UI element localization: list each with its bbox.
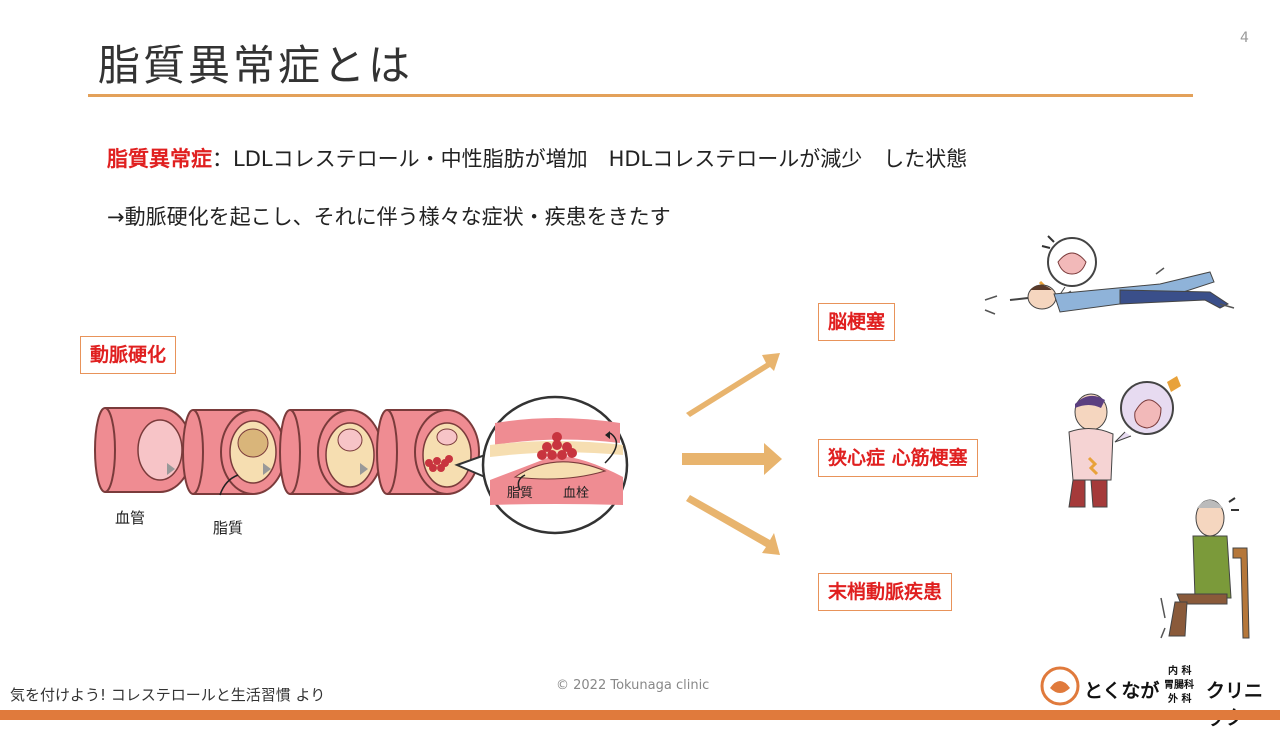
stroke-label: 脳梗塞 (818, 303, 896, 341)
artery-progression-diagram: 血管 脂質 (94, 395, 629, 537)
pad-patient-illustration (1160, 497, 1250, 639)
definition-term: 脂質異常症 (107, 147, 212, 171)
title-underline (88, 94, 1193, 97)
vessel-stage-1: 血管 (94, 407, 193, 527)
source-note: 気を付けよう! コレステロールと生活習慣 より (10, 686, 326, 704)
angina-label: 狭心症 心筋梗塞 (818, 439, 978, 477)
slide-title: 脂質異常症とは (98, 41, 414, 90)
consequence-line: →動脈硬化を起こし、それに伴う様々な症状・疾患をきたす (107, 205, 671, 229)
zoom-thrombus-label: 血栓 (563, 486, 589, 501)
arrow-to-stroke-icon (686, 353, 780, 417)
vessel-label: 血管 (115, 509, 145, 527)
arrow-to-angina-icon (682, 443, 782, 475)
vessel-stage-2: 脂質 (182, 409, 286, 537)
clinic-logo-dept-bottom: 外 科 (1168, 694, 1192, 705)
clinic-logo-dept-top: 内 科 (1168, 666, 1192, 677)
copyright-text: © 2022 Tokunaga clinic (556, 678, 710, 693)
arrow-icon (263, 463, 271, 475)
lipid-label: 脂質 (213, 519, 243, 537)
vessel-stage-4 (376, 409, 480, 495)
zoom-bubble: 脂質 血栓 (454, 395, 629, 535)
angina-patient-illustration (1068, 376, 1181, 508)
definition-body: LDLコレステロール・中性脂肪が増加 HDLコレステロールが減少 した状態 (233, 147, 968, 171)
arrow-icon (167, 463, 175, 475)
definition-separator: ： (212, 147, 233, 171)
zoom-lipid-label: 脂質 (507, 486, 533, 501)
definition-line: 脂質異常症：LDLコレステロール・中性脂肪が増加 HDLコレステロールが減少 し… (107, 143, 967, 173)
clinic-logo-dept-mid: 胃腸科 (1164, 680, 1194, 691)
bottom-accent-bar (0, 710, 1280, 720)
disease-arrows (682, 353, 782, 555)
clinic-logo: とくなが 内 科 胃腸科 外 科 クリニック (1040, 662, 1275, 729)
atherosclerosis-label: 動脈硬化 (80, 336, 177, 374)
arrow-to-pad-icon (686, 495, 780, 555)
clinic-logo-suffix: クリニック (1206, 680, 1264, 729)
clinic-logo-mark-icon (1040, 666, 1080, 706)
arrow-icon (360, 463, 368, 475)
pad-label: 末梢動脈疾患 (818, 573, 953, 611)
vessel-stage-3 (279, 409, 383, 495)
page-number: 4 (1240, 30, 1249, 46)
stroke-patient-illustration (984, 235, 1235, 315)
clinic-logo-name: とくなが (1084, 680, 1160, 702)
